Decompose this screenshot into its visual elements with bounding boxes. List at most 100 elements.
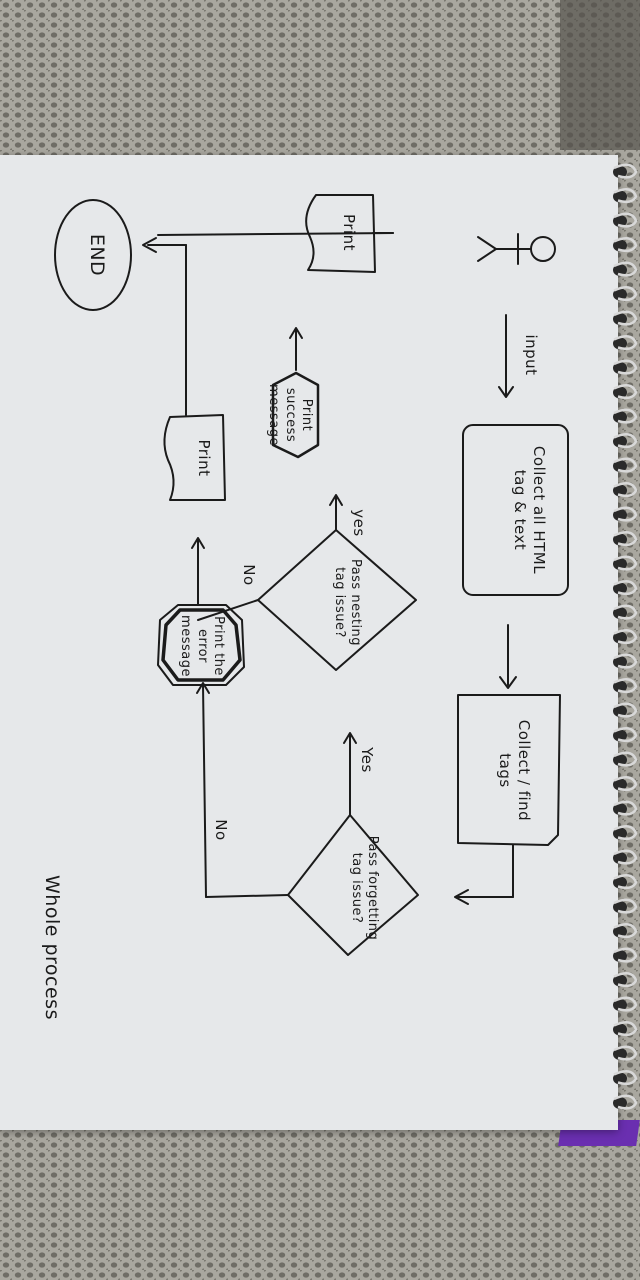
binding-hole (613, 166, 627, 178)
collect-all-label: Collect all HTML tag & text (511, 445, 548, 575)
binding-ring (613, 531, 638, 547)
binding-hole (613, 974, 627, 987)
binding-hole (613, 386, 627, 399)
binding-ring (613, 849, 638, 865)
success-to-print-arrow (289, 327, 303, 371)
binding-hole (613, 656, 627, 668)
binding-ring (613, 678, 638, 694)
binding-ring (613, 286, 638, 302)
binding-hole (613, 509, 627, 521)
binding-ring (613, 947, 638, 963)
binding-hole (613, 582, 627, 595)
binding-ring (613, 457, 638, 473)
binding-hole (613, 313, 627, 325)
nesting-no-label: No (240, 564, 258, 586)
binding-hole (613, 680, 627, 693)
binding-ring (613, 996, 638, 1012)
binding-hole (613, 533, 627, 546)
error-message-box (157, 604, 245, 686)
binding-ring (613, 335, 638, 351)
flowchart-lines (54, 194, 569, 956)
binding-hole (613, 264, 627, 276)
binding-ring (613, 359, 638, 375)
binding-hole (613, 607, 627, 619)
binding-hole (613, 435, 627, 448)
collect-all-box (462, 424, 569, 596)
binding-ring (613, 261, 638, 277)
print-a-box (305, 194, 376, 273)
binding-hole (613, 362, 627, 374)
binding-hole (613, 1023, 627, 1036)
binding-ring (613, 433, 638, 449)
diagram-title: Whole process (41, 875, 63, 1020)
print-a-label: Print (340, 213, 358, 251)
error-to-print-arrow (191, 537, 205, 606)
binding-ring (613, 653, 638, 669)
binding-hole (613, 239, 627, 252)
print-b-to-end-arrow (142, 237, 187, 416)
binding-hole (613, 729, 627, 742)
binding-hole (613, 778, 627, 791)
binding-hole (613, 999, 627, 1011)
print-a-to-end-arrow (157, 232, 394, 236)
binding-hole (613, 852, 627, 864)
binding-ring (613, 188, 638, 204)
binding-ring (613, 408, 638, 424)
binding-ring (613, 1045, 638, 1061)
binding-hole (613, 705, 627, 717)
print-b-label: Print (195, 439, 213, 477)
binding-hole (613, 190, 627, 203)
binding-ring (613, 1094, 638, 1110)
binding-hole (613, 925, 627, 938)
binding-hole (613, 631, 627, 644)
forgetting-check-label: Pass forgetting tag issue? (348, 835, 380, 941)
flowchart: input Collect all HTML tag & text Collec… (0, 155, 618, 1130)
binding-ring (613, 482, 638, 498)
notebook-page: input Collect all HTML tag & text Collec… (0, 155, 618, 1130)
binding-hole (613, 1097, 627, 1109)
binding-hole (613, 337, 627, 350)
binding-ring (613, 898, 638, 914)
binding-ring (613, 825, 638, 841)
forgetting-no-label: No (212, 819, 230, 841)
binding-hole (613, 460, 627, 472)
end-label: END (86, 233, 108, 277)
input-label: input (522, 334, 540, 376)
print-b-box (163, 414, 226, 501)
input-arrow (498, 314, 514, 398)
binding-hole (613, 484, 627, 497)
binding-ring (613, 604, 638, 620)
binding-hole (613, 876, 627, 889)
forgetting-yes-arrow (343, 732, 357, 816)
nesting-yes-label: yes (350, 509, 368, 537)
binding-hole (613, 1072, 627, 1085)
binding-hole (613, 1048, 627, 1060)
collect-arrow (499, 624, 517, 689)
binding-ring (613, 580, 638, 596)
spiral-binding (613, 163, 638, 1110)
binding-hole (613, 803, 627, 815)
binding-ring (613, 237, 638, 253)
nesting-no-line (197, 599, 259, 621)
binding-ring (613, 972, 638, 988)
print-error-label: Print the error message (178, 615, 227, 677)
forgetting-yes-label: Yes (358, 747, 376, 773)
binding-hole (613, 288, 627, 301)
binding-hole (613, 215, 627, 227)
binding-hole (613, 411, 627, 423)
binding-ring (613, 874, 638, 890)
binding-hole (613, 901, 627, 913)
binding-hole (613, 827, 627, 840)
binding-ring (613, 212, 638, 228)
binding-ring (613, 384, 638, 400)
binding-ring (613, 629, 638, 645)
nesting-check-label: Pass nesting tag issue? (331, 558, 363, 647)
binding-ring (613, 751, 638, 767)
binding-ring (613, 555, 638, 571)
forgetting-no-arrow (196, 682, 289, 898)
binding-ring (613, 506, 638, 522)
binding-ring (613, 702, 638, 718)
binding-ring (613, 163, 638, 179)
binding-ring (613, 1021, 638, 1037)
print-success-label: Print success message (266, 384, 315, 446)
